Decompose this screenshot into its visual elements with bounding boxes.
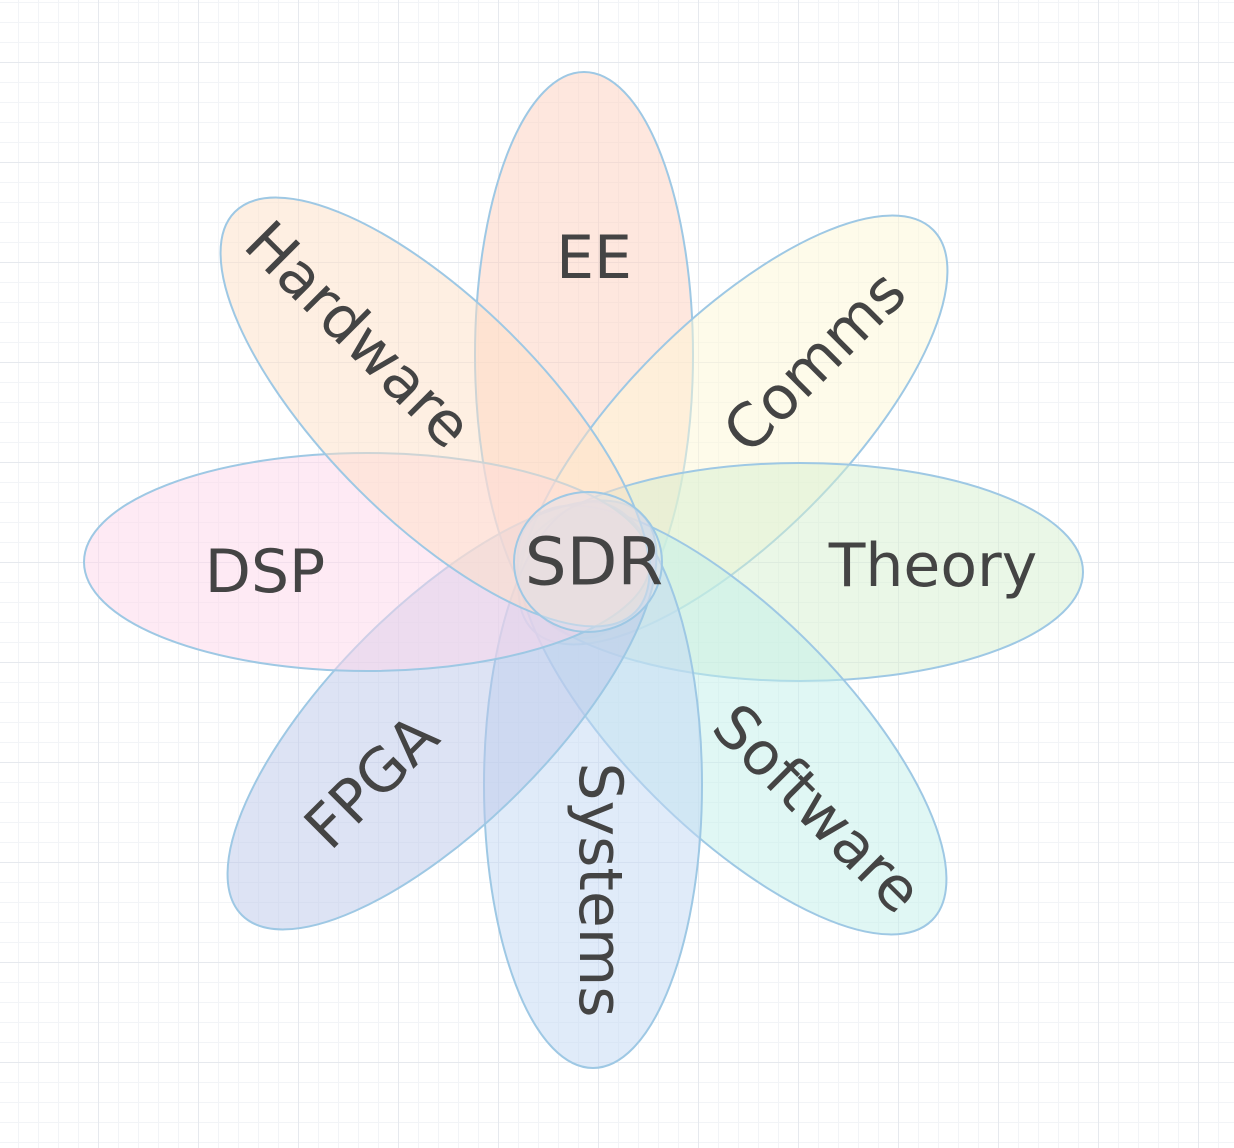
petal-label-ee: EE [556,223,632,293]
center-label-sdr: SDR [525,524,664,601]
center-disc [513,491,663,633]
petal-label-systems: Systems [565,763,635,1018]
petal-label-dsp: DSP [205,537,325,607]
petal-group [83,71,1084,1069]
petal-label-theory: Theory [828,531,1037,601]
